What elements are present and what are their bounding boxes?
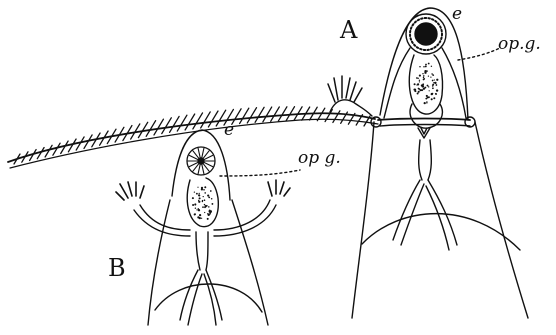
tuft-a (328, 76, 372, 116)
eye-a (406, 14, 446, 54)
eye-b (187, 147, 215, 175)
specimen-b-drawing (116, 130, 300, 325)
label-optic-ganglion-b: op g. (298, 150, 341, 167)
hand-b-right (268, 180, 290, 196)
label-specimen-b: B (108, 256, 126, 280)
label-optic-ganglion-a: op.g. (498, 36, 541, 53)
hand-b-left (116, 182, 144, 200)
label-eye-b: e (224, 122, 234, 139)
specimen-a-drawing (328, 8, 528, 318)
label-specimen-a: A (340, 18, 357, 42)
label-eye-a: e (452, 6, 462, 23)
